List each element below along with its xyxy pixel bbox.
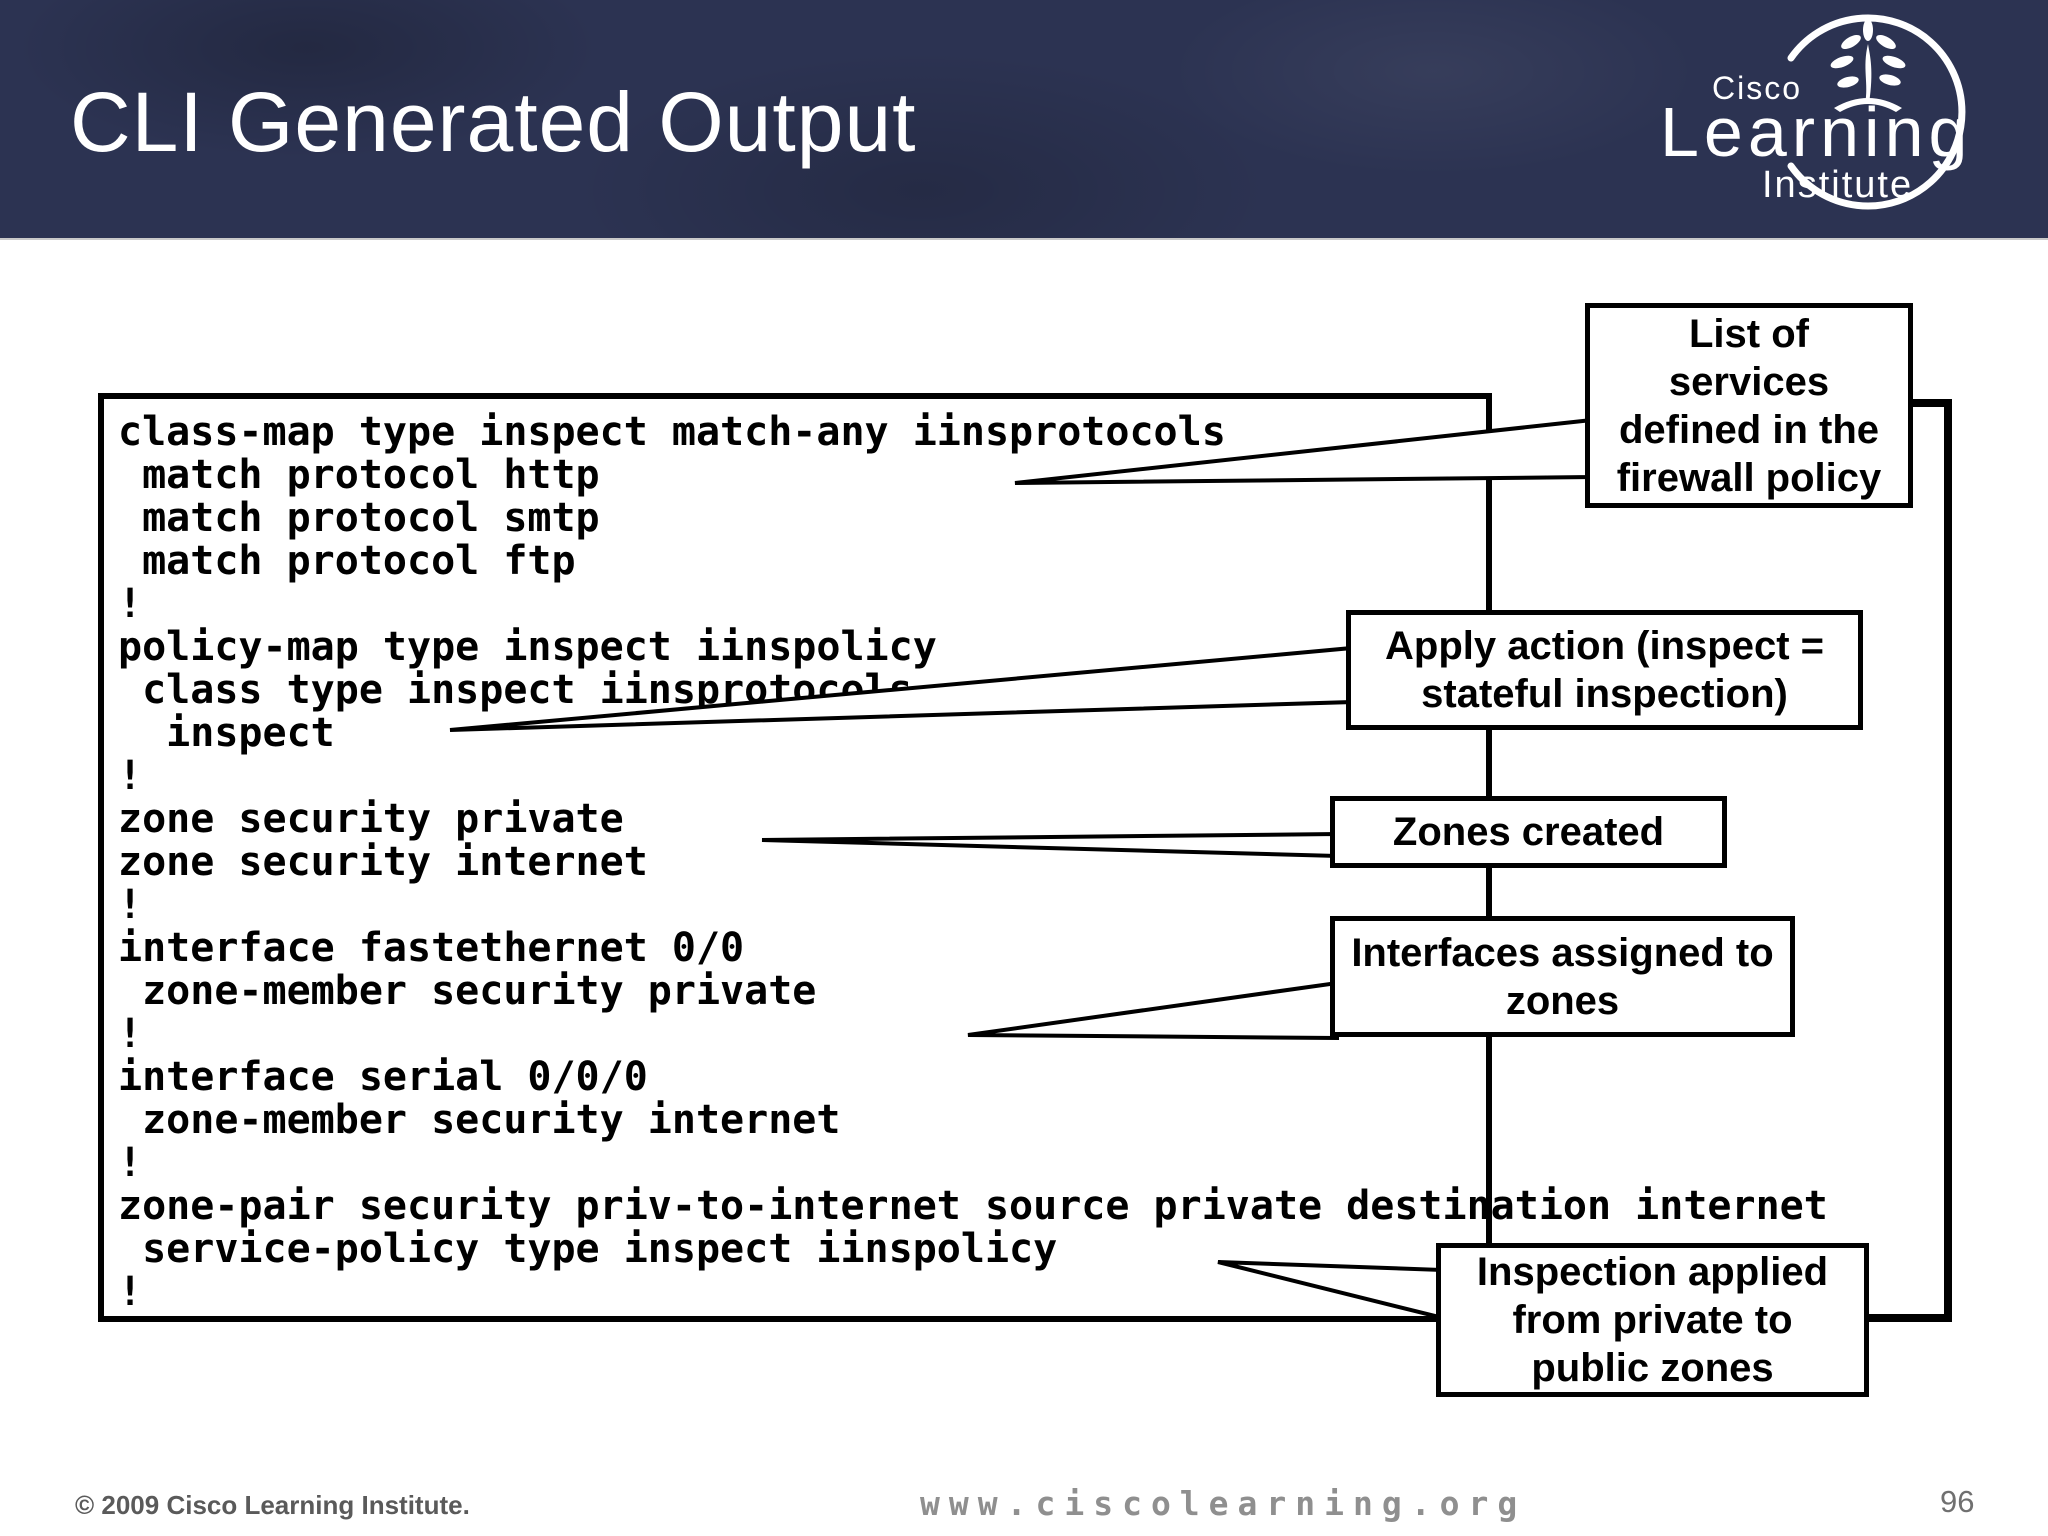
logo-subtitle: Institute	[1762, 164, 1914, 206]
header-band: CLI Generated Output Cisco Learning	[0, 0, 2048, 240]
callout-apply-action: Apply action (inspect = stateful inspect…	[1346, 610, 1863, 730]
callout-zones-created: Zones created	[1330, 796, 1727, 868]
page-number: 96	[1940, 1484, 1975, 1519]
cli-code: class-map type inspect match-any iinspro…	[118, 409, 1828, 1315]
logo-brand: Cisco	[1712, 70, 1803, 106]
page-title: CLI Generated Output	[70, 75, 917, 169]
footer-copyright: © 2009 Cisco Learning Institute.	[75, 1490, 470, 1520]
logo-circle-tree-icon	[1787, 14, 1966, 210]
footer-website: www.ciscolearning.org	[920, 1484, 1527, 1523]
callout-interfaces-assigned: Interfaces assigned to zones	[1330, 916, 1795, 1037]
cisco-learning-logo: Cisco Learning Institute	[1638, 4, 2048, 234]
callout-list-of-services: List of services defined in the firewall…	[1585, 303, 1913, 508]
callout-inspection-applied: Inspection applied from private to publi…	[1436, 1243, 1869, 1397]
logo-name: Learning	[1660, 93, 1973, 171]
code-box: class-map type inspect match-any iinspro…	[98, 393, 1828, 1322]
connector-line	[1868, 399, 1952, 1322]
